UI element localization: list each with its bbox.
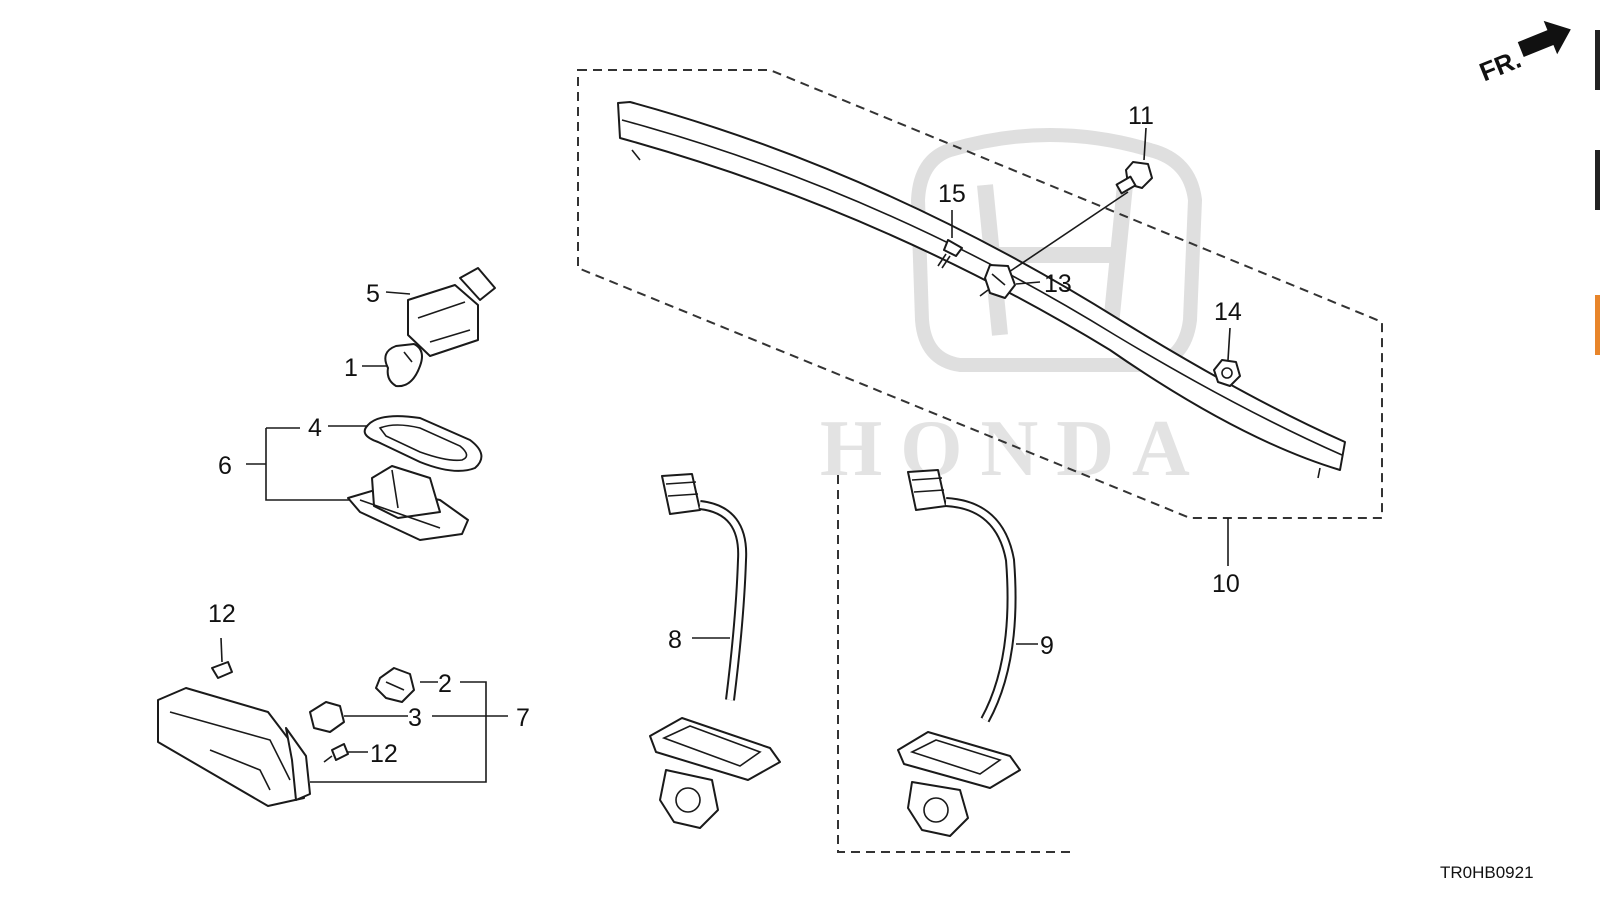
callout-8: 8 <box>668 626 682 654</box>
callout-6: 6 <box>218 452 232 480</box>
callout-12-upper: 12 <box>208 600 236 628</box>
callout-4: 4 <box>308 414 322 442</box>
callout-1: 1 <box>344 354 358 382</box>
gasket-4 <box>363 415 483 472</box>
front-arrow-icon <box>1517 20 1571 57</box>
rear-camera-9 <box>897 731 1021 837</box>
clip-13 <box>979 264 1016 299</box>
bulb-1 <box>384 343 423 388</box>
callout-5: 5 <box>366 280 380 308</box>
callout-9: 9 <box>1040 632 1054 660</box>
figure-code: TR0HB0921 <box>1440 863 1534 882</box>
right-edge-mark-top <box>1595 30 1600 90</box>
callout-7: 7 <box>516 704 530 732</box>
garnish-bar <box>617 101 1346 479</box>
license-lamp-housing <box>347 465 469 541</box>
screw-12-lower <box>323 743 349 763</box>
watermark-text: HONDA <box>820 405 1208 493</box>
callout-10: 10 <box>1212 570 1240 598</box>
socket-5 <box>407 267 496 357</box>
camera-harness-9 <box>907 469 1017 723</box>
callout-14: 14 <box>1214 298 1242 326</box>
front-direction-label: FR. <box>1475 44 1525 88</box>
honda-logo-watermark <box>910 128 1203 372</box>
callout-2: 2 <box>438 670 452 698</box>
rear-camera-8 <box>649 717 781 829</box>
camera-harness-8 <box>661 473 748 701</box>
front-direction-indicator: FR. <box>1475 20 1571 88</box>
bolt-11 <box>999 161 1153 279</box>
tailgate-handle <box>157 687 311 807</box>
clip-2 <box>375 667 415 703</box>
screw-12-upper <box>211 637 233 679</box>
screw-15 <box>937 239 963 269</box>
callout-15: 15 <box>938 180 966 208</box>
callout-11: 11 <box>1128 102 1154 130</box>
callout-3: 3 <box>408 704 422 732</box>
cap-3 <box>309 701 345 733</box>
leader-lines <box>246 127 1231 783</box>
right-edge-mark-mid <box>1595 150 1600 210</box>
nut-14 <box>1213 359 1241 387</box>
callout-12-lower: 12 <box>370 740 398 768</box>
assembly-outline-9 <box>837 475 1075 853</box>
right-edge-accent <box>1595 295 1600 355</box>
callout-13: 13 <box>1044 270 1072 298</box>
